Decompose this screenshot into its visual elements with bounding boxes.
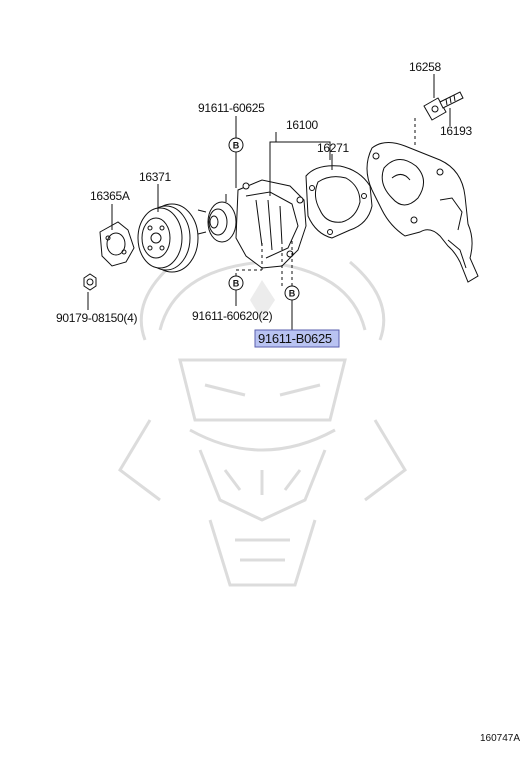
part-label-16258[interactable]: 16258 bbox=[409, 60, 442, 74]
figure-code: 160747A bbox=[480, 733, 520, 744]
highlight-box bbox=[254, 329, 340, 348]
water-pump-gasket bbox=[305, 165, 373, 239]
part-label-90179-08150[interactable]: 90179-08150(4) bbox=[56, 311, 138, 325]
callout-b-left-label: B bbox=[233, 279, 240, 289]
callout-b-right: B bbox=[284, 285, 300, 301]
part-label-16100[interactable]: 16100 bbox=[286, 118, 319, 132]
highlighted-part[interactable]: 91611-B0625 bbox=[254, 329, 340, 348]
callout-b-right-label: B bbox=[289, 289, 296, 299]
part-label-91611-60625[interactable]: 91611-60625 bbox=[198, 101, 265, 115]
water-pump-pulley bbox=[137, 203, 199, 273]
nut bbox=[83, 273, 97, 291]
pulley-hub bbox=[99, 221, 135, 267]
part-label-16193[interactable]: 16193 bbox=[440, 124, 473, 138]
callout-b-left: B bbox=[228, 275, 244, 291]
stud-and-gasket bbox=[414, 91, 464, 146]
part-label-16365A[interactable]: 16365A bbox=[90, 189, 130, 203]
callout-b-top: B bbox=[228, 137, 244, 153]
part-label-16371[interactable]: 16371 bbox=[139, 170, 172, 184]
water-pump bbox=[197, 179, 307, 269]
part-label-16271[interactable]: 16271 bbox=[317, 141, 350, 155]
watermark-emblem bbox=[118, 260, 407, 587]
callout-b-top-label: B bbox=[233, 141, 240, 151]
engine-housing bbox=[366, 142, 479, 283]
part-label-91611-60620[interactable]: 91611-60620(2) bbox=[192, 309, 273, 323]
leader-lines bbox=[87, 74, 451, 330]
part-label-91611-B0625[interactable]: 91611-B0625 bbox=[258, 331, 332, 346]
